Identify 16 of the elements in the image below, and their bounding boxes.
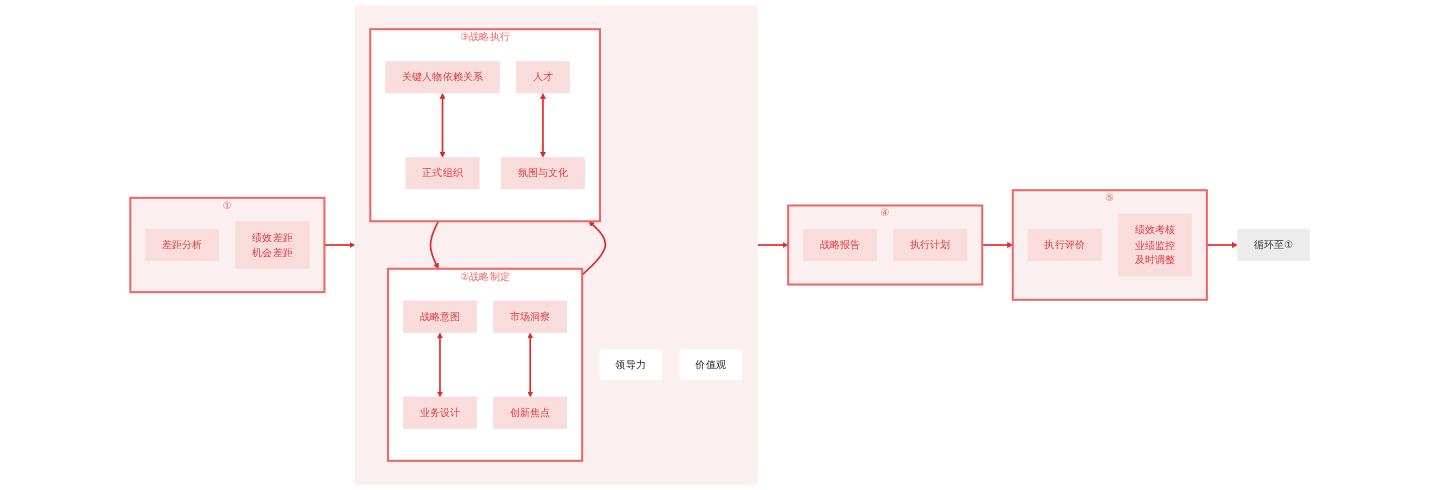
node-box: 循环至① (1237, 228, 1310, 262)
arrow (540, 93, 546, 158)
node-box: 业务设计 (403, 396, 477, 429)
arrow (437, 332, 443, 398)
arrow (439, 93, 446, 158)
arrow (1206, 242, 1238, 248)
arrow (527, 332, 534, 398)
node-box: 正式组织 (405, 157, 480, 190)
node-box: 战略意图 (403, 300, 477, 333)
arrow (756, 242, 789, 248)
node-box: 创新焦点 (493, 396, 568, 429)
cluster (354, 5, 758, 485)
node-box: 市场洞察 (493, 300, 568, 333)
node-box: 关键人物依赖关系 (385, 61, 500, 94)
node-box: 人才 (516, 61, 570, 94)
node-box: 氛围与文化 (500, 157, 586, 190)
